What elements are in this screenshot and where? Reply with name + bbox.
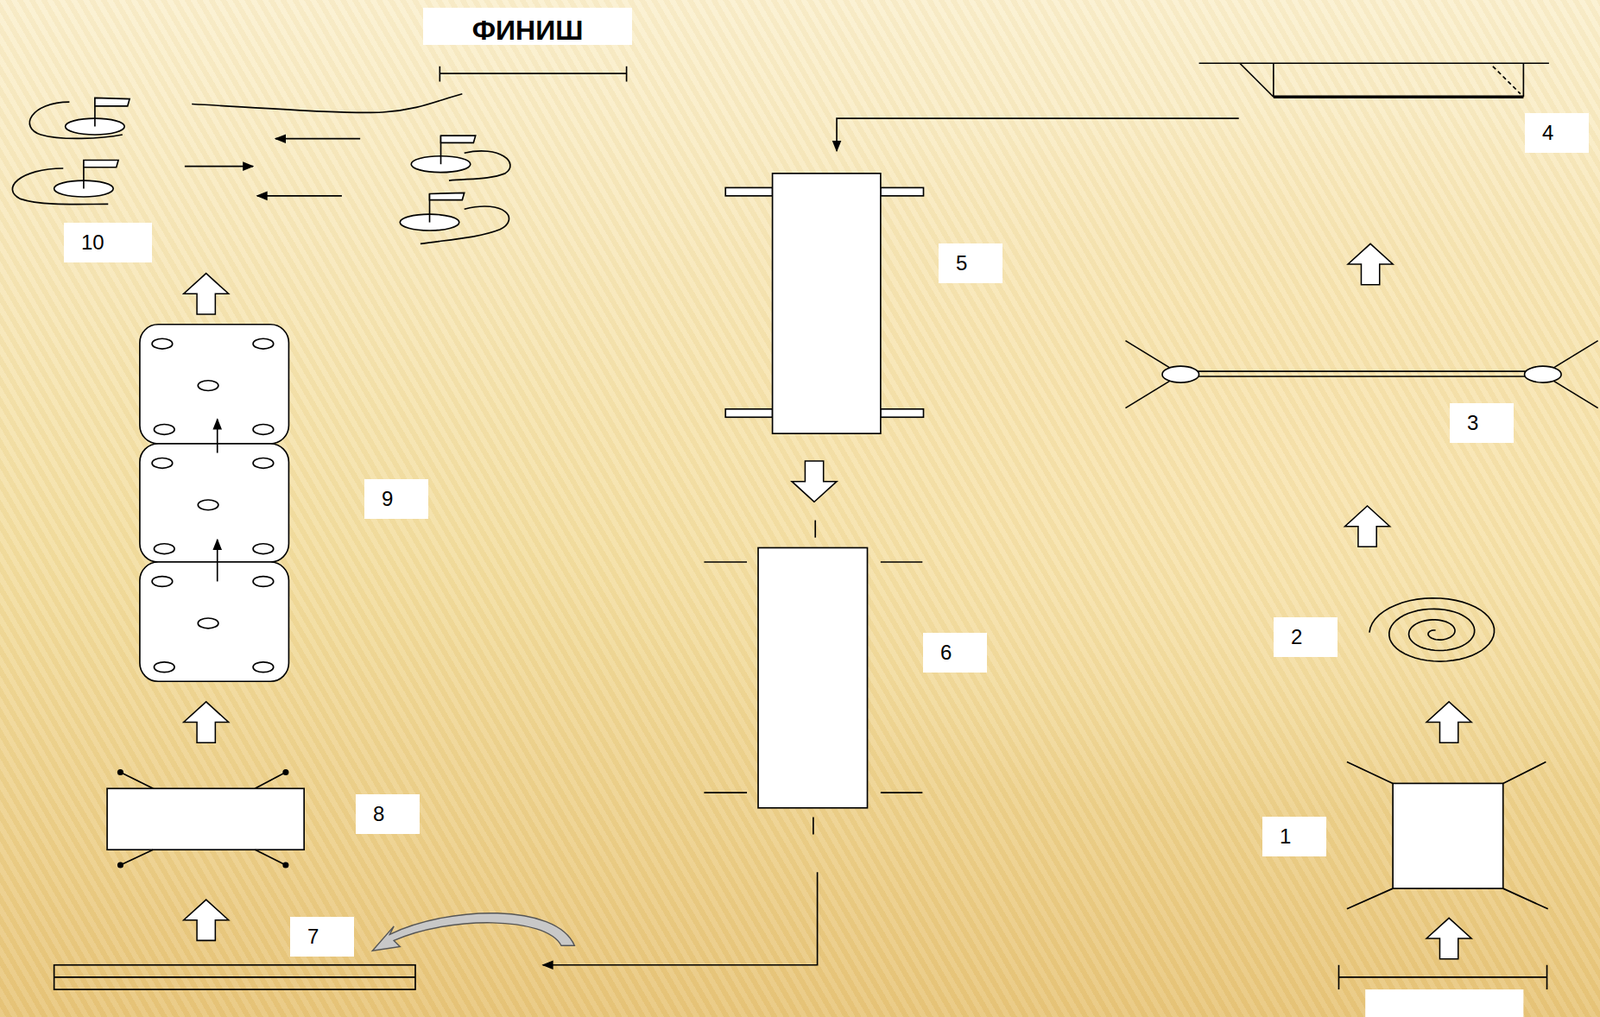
callout-number: 2 [1273, 617, 1338, 658]
tile-hole [252, 662, 274, 673]
tile-hole [252, 458, 274, 469]
tile-hole [151, 458, 173, 469]
tile-hole [151, 576, 173, 588]
route-line [543, 872, 818, 966]
callout-number: 6 [923, 632, 987, 673]
callout-number: 8 [355, 794, 420, 835]
callout-number: 5 [938, 243, 1003, 284]
obstacle-spiral [1369, 598, 1495, 662]
tile-hole [153, 662, 175, 673]
callout-number: 9 [364, 479, 429, 519]
callout-number: 4 [1524, 113, 1589, 153]
tile-hole [197, 499, 219, 511]
tile-hole [197, 618, 219, 629]
obstacle-ditch [1199, 63, 1550, 97]
tile-hole [252, 543, 274, 555]
obstacle-stretcher [725, 173, 924, 434]
tile-hole [151, 338, 173, 349]
route-line [836, 118, 1240, 152]
obstacle-square-net [1347, 762, 1549, 910]
tile-hole [252, 338, 274, 349]
tile-hole [252, 424, 274, 436]
start-line [1338, 965, 1547, 990]
obstacle-tiles [139, 324, 290, 683]
callout-number: 10 [63, 222, 152, 263]
tile-hole [252, 576, 274, 588]
tile-hole [153, 424, 175, 436]
obstacle-flags [12, 94, 511, 245]
blank-box [1365, 989, 1524, 1017]
obstacle-beam [54, 913, 576, 990]
callout-number: 1 [1262, 816, 1327, 857]
obstacle-panel [703, 520, 923, 835]
obstacle-low-net [107, 769, 304, 869]
finish-label: ФИНИШ [423, 7, 633, 45]
tile-hole [153, 543, 175, 555]
callout-number: 7 [290, 916, 355, 957]
finish-line [439, 66, 627, 83]
callout-number: 3 [1449, 403, 1514, 443]
tile-hole [197, 380, 219, 392]
obstacle-rope-traverse [1125, 341, 1598, 409]
